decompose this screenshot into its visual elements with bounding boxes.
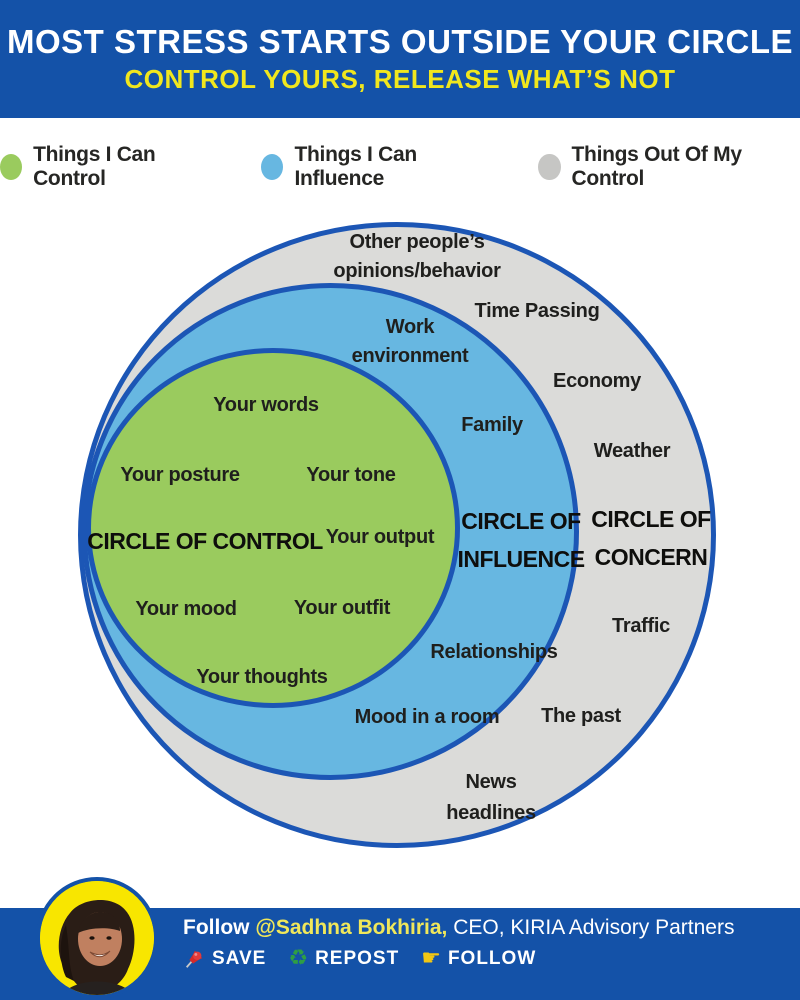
page-title: MOST STRESS STARTS OUTSIDE YOUR CIRCLE [6, 23, 793, 60]
label-mood-in-a-room: Mood in a room [354, 706, 500, 728]
pointing-finger-icon: ☛ [421, 946, 441, 971]
avatar [36, 877, 158, 999]
label-time-passing: Time Passing [474, 300, 600, 322]
label-relationships: Relationships [430, 641, 558, 663]
legend-label: Things I Can Control [33, 143, 156, 190]
legend-item-control: Things I Can Control [0, 143, 217, 191]
label-your-words: Your words [213, 394, 319, 416]
legend: Things I Can Control Things I Can Influe… [0, 143, 800, 191]
page-subtitle: CONTROL YOURS, RELEASE WHAT’S NOT [124, 64, 676, 95]
follow-label: FOLLOW [447, 948, 537, 969]
blue-dot-icon [261, 154, 284, 180]
repost-label: REPOST [315, 948, 400, 969]
recycle-icon: ♻ [288, 946, 309, 971]
pushpin-icon [185, 950, 203, 968]
label-your-output: Your output [325, 526, 435, 548]
legend-item-influence: Things I Can Influence [261, 143, 494, 191]
title-circle-of-influence: CIRCLE OF INFLUENCE [457, 508, 585, 572]
header-banner: MOST STRESS STARTS OUTSIDE YOUR CIRCLE C… [0, 0, 800, 118]
follow-prefix: Follow [183, 916, 250, 939]
title-circle-of-control: CIRCLE OF CONTROL [87, 528, 323, 554]
green-dot-icon [0, 154, 23, 180]
author-handle[interactable]: @Sadhna Bokhiria, [255, 916, 448, 939]
label-other-peoples-opinions: Other people’s opinions/behavior [333, 231, 501, 282]
label-your-thoughts: Your thoughts [196, 666, 328, 688]
label-the-past: The past [541, 705, 621, 727]
label-your-mood: Your mood [135, 598, 237, 620]
legend-label: Things Out Of My Control [571, 143, 742, 190]
save-action[interactable]: SAVE [183, 948, 266, 970]
follow-action[interactable]: ☛ FOLLOW [421, 948, 536, 970]
avatar-portrait [40, 881, 154, 995]
label-your-tone: Your tone [306, 464, 396, 486]
label-weather: Weather [593, 440, 671, 462]
label-your-posture: Your posture [120, 464, 240, 486]
legend-item-concern: Things Out Of My Control [538, 143, 800, 191]
follow-credit-line: Follow @Sadhna Bokhiria, CEO, KIRIA Advi… [183, 916, 734, 940]
label-economy: Economy [553, 370, 641, 392]
footer-actions: SAVE ♻ REPOST ☛ FOLLOW [183, 948, 536, 970]
label-news-headlines: News headlines [446, 771, 536, 824]
label-work-environment: Work environment [351, 316, 469, 367]
circle-of-control [86, 348, 460, 708]
legend-label: Things I Can Influence [294, 143, 417, 190]
label-your-outfit: Your outfit [293, 597, 391, 619]
label-family: Family [461, 414, 523, 436]
gray-dot-icon [538, 154, 561, 180]
author-title: CEO, KIRIA Advisory Partners [453, 916, 735, 939]
title-circle-of-concern: CIRCLE OF CONCERN [591, 506, 711, 570]
label-traffic: Traffic [612, 615, 670, 637]
save-label: SAVE [212, 948, 267, 969]
repost-action[interactable]: ♻ REPOST [288, 948, 399, 970]
